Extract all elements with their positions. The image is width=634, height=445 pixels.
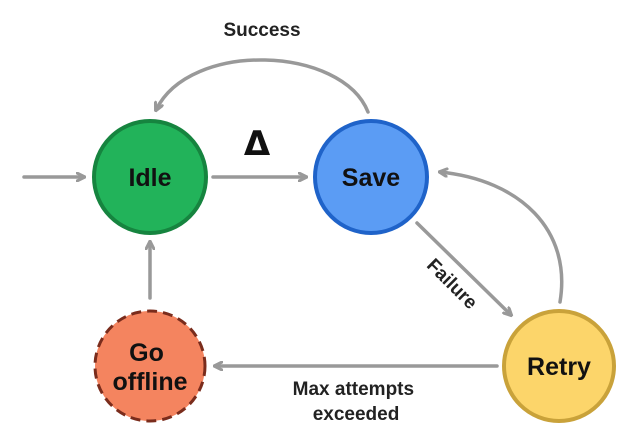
edge-label-success: Success [223,20,300,41]
node-go-offline: Go offline [93,309,207,423]
node-go-offline-label-line2: offline [113,368,188,396]
edge-save-to-retry-failure [415,221,511,315]
node-save-label: Save [342,164,400,192]
edge-label-max-attempts-line2: exceeded [313,404,400,425]
edge-label-max-attempts: Max attempts exceeded [293,379,420,425]
node-idle-label: Idle [128,164,171,192]
edges [22,58,564,366]
node-save: Save [313,119,429,235]
node-save-circle [313,119,429,235]
node-go-offline-label: Go offline [113,339,188,396]
edge-label-max-attempts-line1: Max attempts [293,379,414,400]
node-idle: Idle [92,119,208,235]
node-idle-circle [92,119,208,235]
node-retry: Retry [502,309,616,423]
node-retry-circle [502,309,616,423]
edge-label-failure: Failure [422,255,481,314]
edge-label-delta: Δ [244,124,271,164]
node-retry-label: Retry [527,353,591,381]
edge-retry-to-save [440,172,564,304]
edge-save-to-idle-success [156,58,370,114]
node-go-offline-circle [93,309,207,423]
node-go-offline-label-line1: Go [129,339,164,367]
